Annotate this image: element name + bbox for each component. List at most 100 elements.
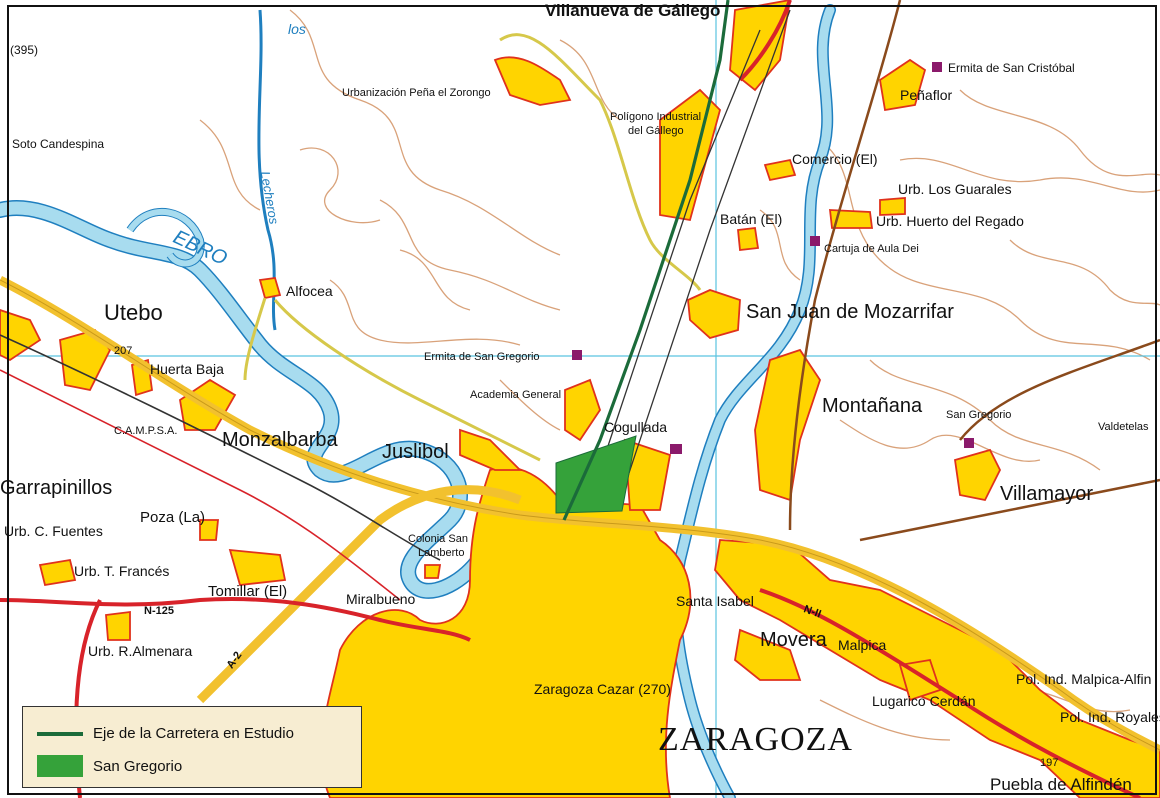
road-red-west [0, 369, 401, 601]
label-campsa: C.A.M.P.S.A. [114, 425, 177, 437]
label-puebla: Puebla de Alfindén [990, 775, 1132, 794]
ebro-meander [127, 209, 204, 267]
label-pol-royales: Pol. Ind. Royales [1060, 709, 1160, 725]
label-n2: N-II [802, 603, 823, 620]
label-movera: Movera [760, 629, 828, 651]
penaflor-urban [879, 58, 927, 112]
legend-item-axis: Eje de la Carretera en Estudio [37, 725, 294, 742]
villamayor-urban [953, 448, 1002, 502]
label-alfocea: Alfocea [286, 283, 333, 299]
legend-item-area: San Gregorio [37, 755, 182, 777]
label-cogullada: Cogullada [604, 419, 667, 435]
ebro-river [0, 201, 501, 598]
guarales-urban [879, 197, 906, 216]
railway-north-2 [619, 9, 791, 501]
juslibol-urban [459, 428, 523, 471]
cogullada-marker [670, 444, 682, 454]
label-miralbueno: Miralbueno [346, 591, 415, 607]
label-ermita-cristobal: Ermita de San Cristóbal [948, 61, 1075, 75]
road-n125 [0, 597, 471, 642]
label-cartuja: Cartuja de Aula Dei [824, 243, 919, 255]
label-urb-almenara: Urb. R.Almenara [88, 643, 192, 659]
label-pol-malpica: Pol. Ind. Malpica-Alfin [1016, 671, 1151, 687]
label-urb-frances: Urb. T. Francés [74, 563, 169, 579]
label-colonia-2: Lamberto [418, 547, 464, 559]
comercio-urban [763, 158, 797, 182]
pena-zorongo-urban [493, 56, 572, 106]
monument-markers [572, 62, 974, 454]
legend-label-axis: Eje de la Carretera en Estudio [93, 725, 294, 742]
ermita-cristobal-marker [932, 62, 942, 72]
label-monzalbarba: Monzalbarba [222, 429, 339, 451]
map-legend: Eje de la Carretera en Estudio San Grego… [22, 706, 362, 788]
academia-urban [564, 378, 601, 442]
cartuja-marker [810, 236, 820, 246]
movera-urban [734, 628, 802, 681]
label-poligono-1: Polígono Industrial [610, 111, 701, 123]
road-yellow-north [499, 33, 702, 291]
label-km395: (395) [10, 43, 38, 57]
road-brown-villamayor [859, 478, 1160, 542]
label-tomillar: Tomillar (El) [208, 583, 287, 600]
road-yellow-huerta [243, 297, 267, 381]
label-comercio: Comercio (El) [792, 151, 878, 167]
ermita-gregorio-marker [572, 350, 582, 360]
montanana-urban [754, 348, 821, 502]
railway-west [0, 334, 441, 561]
label-poza: Poza (La) [140, 509, 205, 526]
label-urb-guarales: Urb. Los Guarales [898, 181, 1012, 197]
label-juslibol: Juslibol [382, 441, 449, 463]
legend-label-area: San Gregorio [93, 757, 183, 775]
label-top-town: Villanueva de Gállego [545, 1, 720, 20]
alfocea-urban [258, 277, 282, 300]
label-valdetelas: Valdetelas [1098, 421, 1149, 433]
road-n2 [759, 588, 1141, 798]
frances-urban [38, 558, 77, 587]
label-garrapinillos: Garrapinillos [0, 477, 112, 499]
label-lugarico: Lugarico Cerdán [872, 693, 976, 709]
label-san-gregorio-small: San Gregorio [946, 409, 1011, 421]
label-penaflor: Peñaflor [900, 87, 952, 103]
label-ermita-gregorio: Ermita de San Gregorio [424, 351, 540, 363]
eastern-urban-strip [714, 539, 1160, 798]
study-road-axis [562, 0, 730, 521]
label-n125: N-125 [144, 605, 174, 617]
highway-a2 [196, 485, 522, 704]
west-urban [0, 309, 42, 362]
legend-line-swatch [37, 731, 83, 736]
road-yellow-alfocea [273, 299, 541, 462]
label-huerta-baja: Huerta Baja [150, 361, 224, 377]
highway-a68-edge [0, 279, 1160, 751]
poza-urban [199, 519, 219, 541]
label-soto: Soto Candespina [12, 137, 104, 151]
batan-urban [737, 227, 760, 251]
label-montanana: Montañana [822, 395, 923, 417]
san-juan-urban [687, 289, 741, 340]
label-colonia-1: Colonia San [408, 533, 468, 545]
road-north [738, 0, 792, 82]
road-brown-east [959, 338, 1160, 441]
label-zaragoza-cazar: Zaragoza Cazar (270) [534, 681, 671, 697]
label-km197: 197 [1040, 757, 1058, 769]
road-brown-penaflor [788, 0, 902, 531]
legend-area-swatch [37, 755, 83, 777]
label-los: los [288, 21, 306, 37]
label-villamayor: Villamayor [1000, 483, 1093, 505]
label-km207: 207 [114, 345, 132, 357]
label-poligono-2: del Gállego [628, 125, 684, 137]
san-gregorio-marker [964, 438, 974, 448]
label-san-juan: San Juan de Mozarrifar [746, 301, 954, 323]
label-zaragoza: ZARAGOZA [658, 721, 853, 758]
label-urb-fuentes: Urb. C. Fuentes [4, 523, 103, 539]
label-santa-isabel: Santa Isabel [676, 593, 754, 609]
cogullada-urban [624, 438, 672, 511]
label-batan: Batán (El) [720, 211, 782, 227]
almenara-urban [105, 610, 131, 641]
label-malpica: Malpica [838, 637, 886, 653]
railway-north-1 [589, 29, 761, 501]
label-urb-pena: Urbanización Peña el Zorongo [342, 87, 491, 99]
